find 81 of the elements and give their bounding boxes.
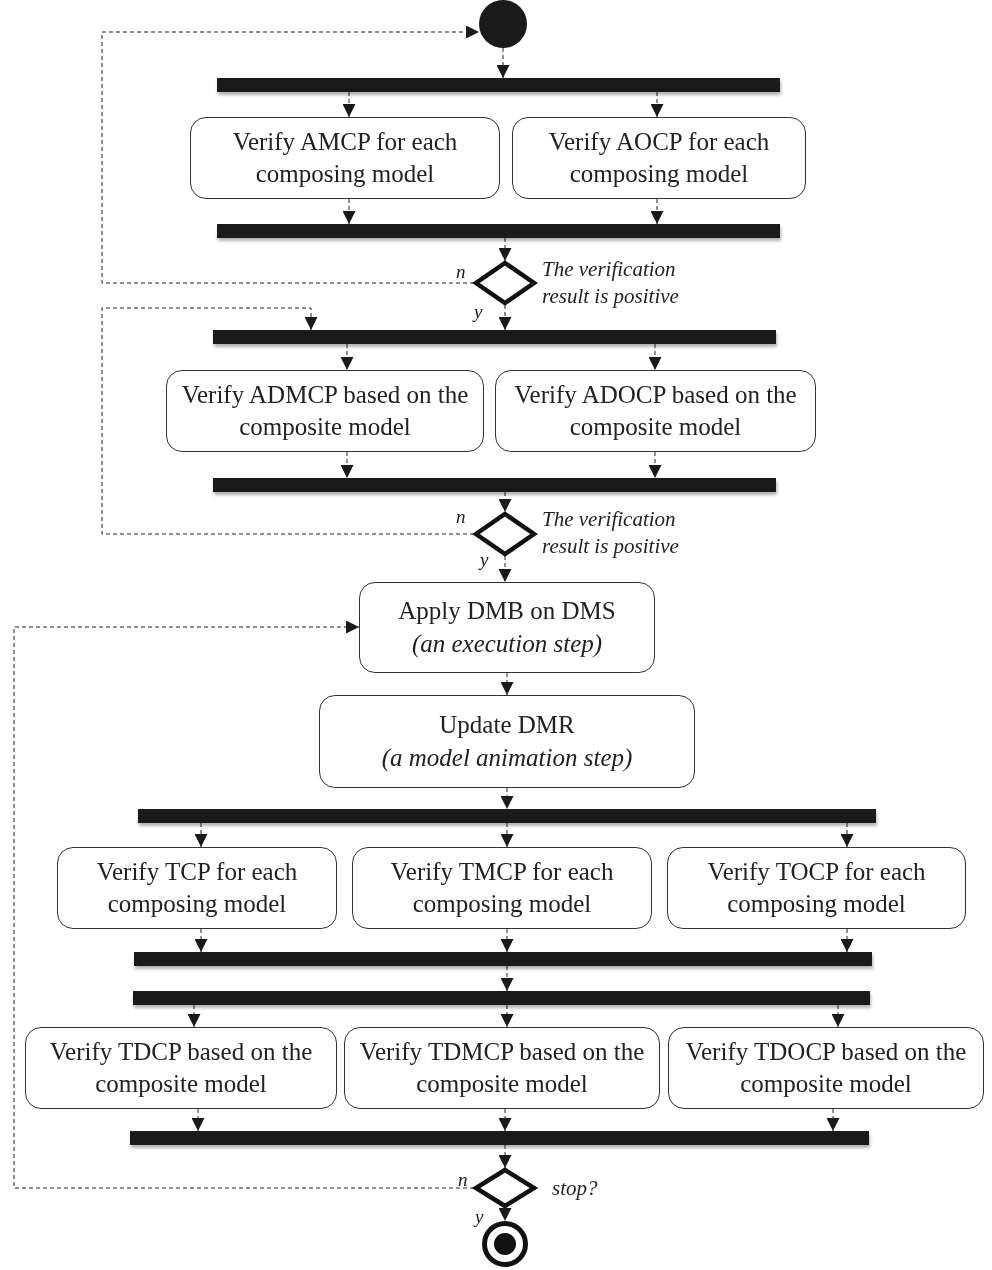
arrow xyxy=(191,1108,205,1132)
activity-box xyxy=(495,370,816,452)
sync-bar xyxy=(217,78,780,92)
decision-diamond xyxy=(474,1168,536,1208)
arrow xyxy=(831,1004,845,1028)
arrow xyxy=(500,787,514,810)
arrow xyxy=(648,451,662,479)
arrow xyxy=(496,47,510,79)
arrow xyxy=(101,25,480,284)
activity-box xyxy=(668,1027,984,1109)
arrow xyxy=(650,91,664,118)
arrow xyxy=(826,1108,840,1132)
activity-text: Apply DMB on DMS xyxy=(398,596,616,626)
arrow xyxy=(500,928,514,953)
end-node xyxy=(482,1221,528,1267)
sync-bar xyxy=(130,1131,869,1145)
condition-label: The verification result is positive xyxy=(542,506,680,561)
sync-bar xyxy=(213,330,776,344)
arrow xyxy=(498,1144,512,1169)
activity-text: Verify TDCP based on the composite model xyxy=(48,1036,314,1099)
arrow xyxy=(500,965,514,992)
arrow xyxy=(500,822,514,848)
arrow xyxy=(340,451,354,479)
activity-box xyxy=(344,1027,660,1109)
arrow xyxy=(187,1004,201,1028)
activity-text: Verify TMCP for each composing model xyxy=(389,856,615,919)
arrow xyxy=(500,672,514,696)
sync-bar xyxy=(134,952,872,966)
arrow xyxy=(498,1108,512,1132)
edge-label: n xyxy=(456,262,466,281)
arrow xyxy=(498,237,512,262)
arrow xyxy=(13,620,475,1189)
sync-bar xyxy=(138,809,876,823)
start-node xyxy=(479,0,527,48)
decision-diamond xyxy=(474,512,536,556)
step-note: (an execution step) xyxy=(411,628,603,660)
activity-box xyxy=(319,695,695,788)
activity-text: Verify TDOCP based on the composite model xyxy=(684,1036,968,1099)
activity-box xyxy=(190,117,500,199)
arrow xyxy=(498,304,512,331)
arrow xyxy=(498,1207,512,1222)
activity-box xyxy=(25,1027,337,1109)
arrow xyxy=(840,928,854,953)
arrow xyxy=(498,491,512,513)
activity-text: Verify ADMCP based on the composite model xyxy=(180,379,470,442)
activity-box xyxy=(166,370,484,452)
activity-box xyxy=(359,582,655,673)
activity-text: Verify ADOCP based on the composite model xyxy=(513,379,798,442)
arrow xyxy=(650,198,664,225)
sync-bar xyxy=(217,224,780,238)
edge-label: n xyxy=(456,507,466,526)
activity-text: Verify TCP for each composing model xyxy=(95,856,299,919)
activity-box xyxy=(352,847,652,929)
activity-box xyxy=(512,117,806,199)
activity-text: Update DMR xyxy=(439,710,575,740)
arrow xyxy=(194,822,208,848)
arrow xyxy=(340,343,354,371)
edge-label: y xyxy=(475,1207,484,1226)
activity-text: Verify TOCP for each composing model xyxy=(706,856,927,919)
arrow xyxy=(342,198,356,225)
activity-box xyxy=(667,847,966,929)
arrow xyxy=(194,928,208,953)
activity-text: Verify AMCP for each composing model xyxy=(231,126,459,189)
arrow xyxy=(500,1004,514,1028)
sync-bar xyxy=(213,478,776,492)
step-note: (a model animation step) xyxy=(381,742,633,773)
activity-box xyxy=(57,847,337,929)
edge-label: y xyxy=(480,550,489,569)
condition-label: The verification result is positive xyxy=(542,256,680,311)
arrow xyxy=(342,91,356,118)
edge-label: y xyxy=(474,302,483,321)
arrow xyxy=(101,307,475,535)
activity-text: Verify AOCP for each composing model xyxy=(547,126,771,189)
sync-bar xyxy=(133,991,870,1005)
edge-label: n xyxy=(458,1170,468,1189)
arrow xyxy=(498,555,512,583)
arrow xyxy=(840,822,854,848)
condition-label: stop? xyxy=(552,1175,598,1202)
activity-text: Verify TDMCP based on the composite model xyxy=(358,1036,646,1099)
decision-diamond xyxy=(474,261,536,305)
arrow xyxy=(648,343,662,371)
